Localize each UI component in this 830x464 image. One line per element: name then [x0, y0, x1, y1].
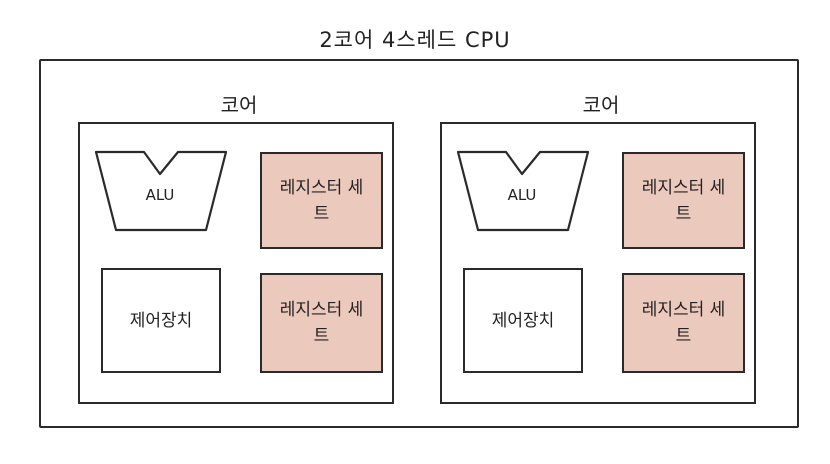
register-set-1-2: 레지스터 세트: [260, 273, 383, 373]
core-label-2: 코어: [582, 93, 620, 117]
register-set-label: 레지스터 세트: [641, 300, 726, 346]
register-set-label: 레지스터 세트: [279, 177, 364, 224]
alu-label-1: ALU: [145, 186, 175, 204]
control-unit-1: 제어장치: [101, 268, 221, 373]
core-box-1: [78, 122, 394, 404]
register-set-1-1: 레지스터 세트: [260, 152, 383, 249]
register-set-2-1: 레지스터 세트: [622, 152, 745, 249]
alu-shape-2: [456, 150, 590, 232]
control-unit-label: 제어장치: [491, 310, 555, 331]
alu-label-2: ALU: [507, 186, 537, 204]
control-unit-2: 제어장치: [463, 268, 583, 373]
control-unit-label: 제어장치: [129, 310, 193, 331]
cpu-box: [39, 59, 799, 428]
register-set-label: 레지스터 세트: [641, 177, 726, 224]
core-label-1: 코어: [220, 93, 258, 117]
diagram-title: 2코어 4스레드 CPU: [319, 28, 511, 52]
register-set-label: 레지스터 세트: [279, 300, 364, 346]
register-set-2-2: 레지스터 세트: [622, 273, 745, 373]
alu-shape-1: [94, 150, 228, 232]
core-box-2: [440, 122, 756, 404]
